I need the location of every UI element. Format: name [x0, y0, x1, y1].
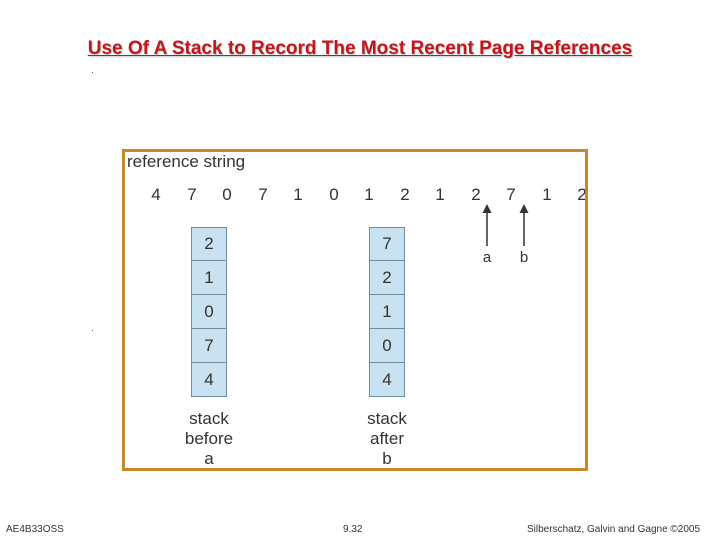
reference-item: 0: [329, 185, 339, 204]
footer-copyright: Silberschatz, Galvin and Gagne ©2005: [527, 524, 701, 535]
reference-item: 7: [258, 185, 268, 204]
footer-page-number: 9.32: [343, 524, 363, 535]
marker-b-label: b: [519, 249, 529, 266]
reference-item: 1: [293, 185, 303, 204]
stack-after-caption: stack after b: [367, 409, 407, 468]
stack-cell: 4: [191, 363, 227, 397]
reference-item: 7: [187, 185, 197, 204]
stack-before-caption: stack before a: [184, 409, 234, 468]
footer-course-code: AE4B33OSS: [6, 524, 64, 535]
decorative-dot: [92, 330, 93, 331]
stack-cell: 2: [191, 227, 227, 261]
reference-item: 1: [542, 185, 552, 204]
reference-item: 2: [577, 185, 587, 204]
stack-cell: 7: [191, 329, 227, 363]
stack-cell: 7: [369, 227, 405, 261]
reference-item: 1: [364, 185, 374, 204]
stack-cell: 1: [369, 295, 405, 329]
stack-cell: 0: [191, 295, 227, 329]
slide-title: Use Of A Stack to Record The Most Recent…: [87, 38, 633, 59]
reference-item: 7: [506, 185, 516, 204]
stack-after: 7 2 1 0 4: [369, 227, 405, 397]
reference-item: 2: [471, 185, 481, 204]
arrow-a-icon: [482, 204, 492, 246]
reference-item: 4: [151, 185, 161, 204]
reference-item: 1: [435, 185, 445, 204]
decorative-dot: [92, 72, 93, 73]
stack-cell: 4: [369, 363, 405, 397]
reference-item: 2: [400, 185, 410, 204]
reference-string-label: reference string: [127, 152, 246, 171]
stack-cell: 1: [191, 261, 227, 295]
marker-a-label: a: [482, 249, 492, 266]
stack-cell: 2: [369, 261, 405, 295]
stack-before: 2 1 0 7 4: [191, 227, 227, 397]
arrow-b-icon: [519, 204, 529, 246]
stack-cell: 0: [369, 329, 405, 363]
lru-stack-diagram: reference string 4 7 0 7 1 0 1 2 1 2 7 1…: [122, 149, 588, 471]
reference-item: 0: [222, 185, 232, 204]
